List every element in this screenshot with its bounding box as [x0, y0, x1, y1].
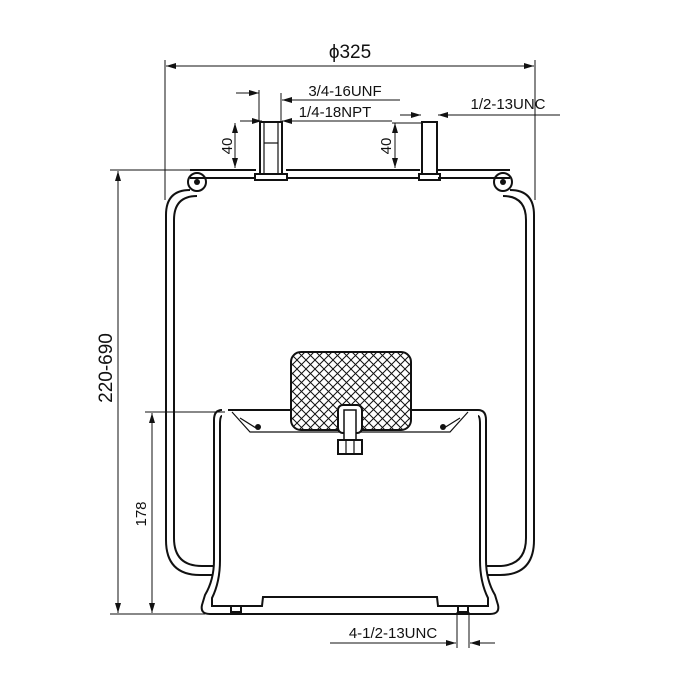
diameter-label: ϕ325 — [329, 42, 371, 63]
piston-height-dimension: 178 — [133, 411, 225, 613]
left-stud-height-dimension: 40 — [219, 123, 238, 168]
mounting-stud — [418, 121, 441, 181]
right-stud-height-label: 40 — [378, 138, 395, 155]
top-right-thread-callout: 1/2-13UNC — [400, 96, 560, 118]
piston — [200, 409, 500, 615]
piston-height-label: 178 — [133, 501, 150, 526]
top-left-thread-label: 3/4-16UNF — [308, 83, 381, 100]
right-stud-height-dimension: 40 — [378, 122, 421, 168]
rubber-bellows — [165, 189, 535, 576]
top-bead-plate — [187, 169, 513, 192]
air-fitting-stud — [254, 121, 288, 181]
air-fitting-label: 1/4-18NPT — [299, 104, 372, 121]
height-range-dimension: 220-690 — [96, 169, 205, 615]
air-fitting-callout: 1/4-18NPT — [240, 104, 392, 124]
left-stud-height-label: 40 — [219, 138, 236, 155]
bottom-thread-label: 4-1/2-13UNC — [349, 625, 438, 642]
top-left-thread-callout: 3/4-16UNF — [236, 83, 400, 122]
diameter-dimension: ϕ325 — [164, 42, 536, 200]
height-range-label: 220-690 — [96, 333, 117, 403]
bumper — [290, 351, 412, 455]
top-right-thread-label: 1/2-13UNC — [470, 96, 545, 113]
bottom-thread-callout: 4-1/2-13UNC — [330, 612, 495, 648]
